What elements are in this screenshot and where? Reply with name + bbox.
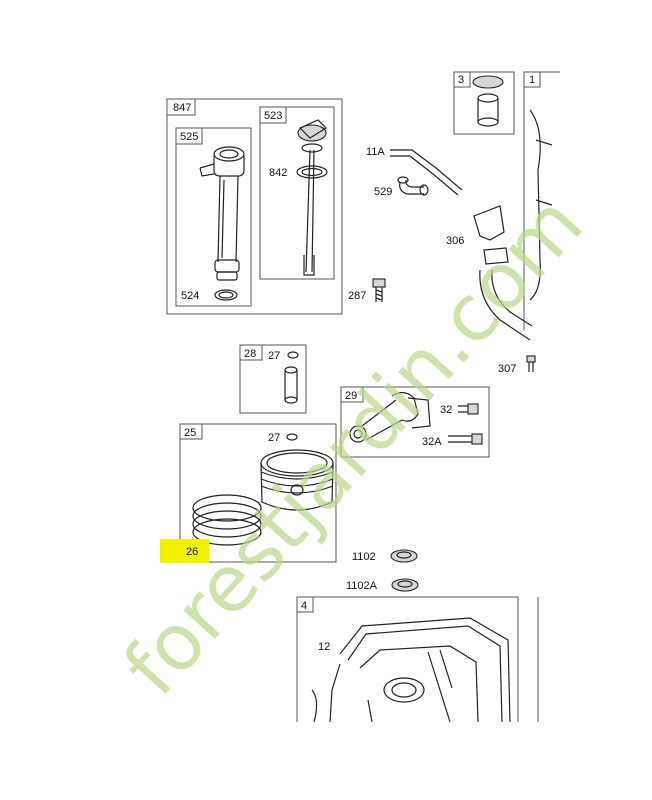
part-label-529: 529 — [374, 186, 392, 198]
part-label-524: 524 — [181, 290, 199, 302]
sump-gasket-part — [329, 617, 511, 723]
connecting-rod-part — [349, 391, 431, 443]
bolt-32A-part — [448, 433, 483, 445]
dipstick-tube-part — [199, 146, 245, 281]
screw-307-part — [526, 355, 536, 372]
box-523-label: 523 — [264, 110, 282, 122]
breather-tube-part — [390, 149, 463, 196]
dipstick-part — [297, 119, 327, 276]
box-523: 523 842 — [259, 106, 335, 280]
part-label-32: 32 — [440, 404, 452, 416]
part-label-27-upper: 27 — [268, 350, 280, 362]
box-28: 28 27 — [239, 344, 307, 414]
piston-rings-part — [192, 494, 262, 546]
crankcase-part — [529, 109, 553, 301]
part-label-842: 842 — [269, 167, 287, 179]
piston-pin-part — [284, 366, 298, 404]
box-847: 847 — [166, 98, 343, 315]
box-28-label: 28 — [244, 348, 256, 360]
box-29-label: 29 — [345, 390, 357, 402]
part-label-1102: 1102 — [352, 551, 376, 563]
box-525-label: 525 — [180, 131, 198, 143]
part-label-12: 12 — [318, 641, 330, 653]
part-label-306: 306 — [446, 235, 464, 247]
box-1-label: 1 — [529, 74, 535, 86]
box-3: 3 — [453, 71, 515, 135]
o-ring-524-part — [214, 289, 238, 301]
breather-cover-part — [473, 205, 533, 341]
seal-1102-part — [390, 549, 418, 563]
box-1: 1 — [523, 71, 560, 330]
box-4-label: 4 — [301, 600, 307, 612]
sump-cover-part — [311, 645, 479, 723]
bushing-part — [472, 75, 504, 127]
box-25: 25 27 26 — [160, 423, 337, 563]
part-label-26: 26 — [186, 546, 198, 558]
bolt-32-part — [458, 403, 479, 415]
box-25-label: 25 — [184, 427, 196, 439]
seal-1102A-part — [391, 578, 419, 592]
part-label-27-lower: 27 — [268, 432, 280, 444]
part-label-287: 287 — [348, 290, 366, 302]
bolt-287-part — [372, 278, 386, 302]
watermark-text: forestjardin.com — [107, 179, 600, 713]
box-29: 29 32 32A — [340, 386, 490, 458]
box-3-label: 3 — [458, 74, 464, 86]
retainer-clip-upper-part — [287, 351, 299, 359]
part-label-32A: 32A — [422, 436, 442, 448]
retainer-clip-lower-part — [286, 433, 298, 441]
box-847-label: 847 — [173, 102, 191, 114]
elbow-fitting-part — [397, 176, 429, 196]
part-label-11A: 11A — [366, 146, 385, 158]
part-label-1102A: 1102A — [346, 580, 378, 592]
piston-part — [260, 449, 334, 511]
box-525: 525 524 — [175, 127, 252, 307]
part-label-307: 307 — [498, 363, 516, 375]
box-4: 4 12 — [296, 596, 519, 723]
part-26-highlight — [160, 539, 209, 563]
o-ring-842-part — [296, 165, 328, 179]
